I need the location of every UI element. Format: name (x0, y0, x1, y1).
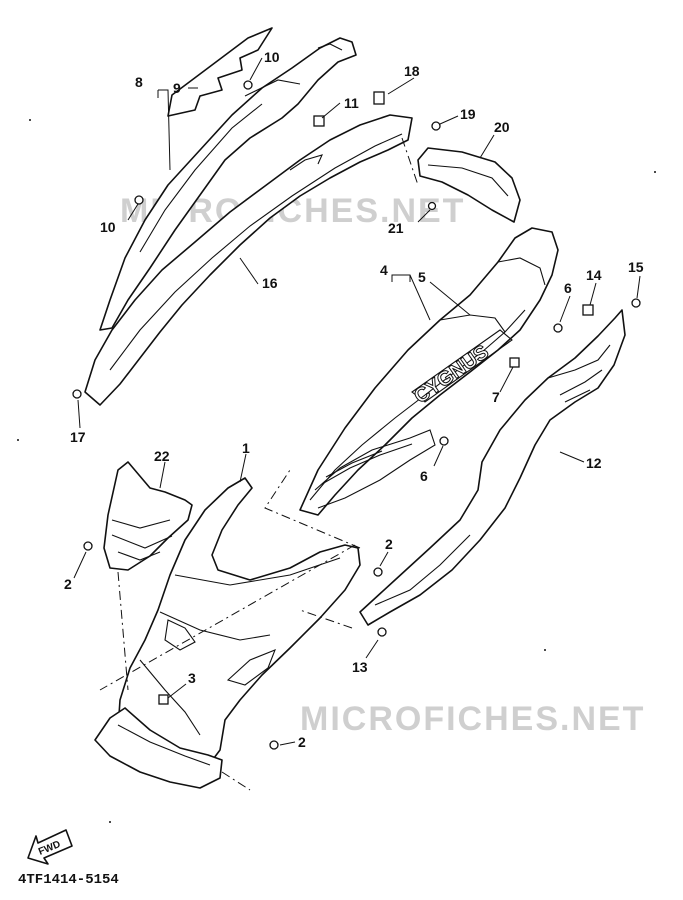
callout-15: 15 (628, 259, 644, 275)
callout-9: 9 (173, 80, 181, 96)
part-5-side-cover (299, 227, 559, 516)
leader-lines (73, 57, 641, 746)
watermark-bottom: MICROFICHES.NET (300, 700, 645, 738)
screw-2-left (83, 541, 93, 551)
callout-6-upper: 6 (564, 280, 572, 296)
callout-2-bottom: 2 (298, 734, 306, 750)
callout-6-lower: 6 (420, 468, 428, 484)
part-1-leg-shield (117, 477, 361, 773)
callout-21: 21 (388, 220, 404, 236)
fwd-arrow-icon: FWD (27, 829, 73, 865)
part-20-rear-cover (417, 147, 521, 223)
callout-4: 4 (380, 262, 388, 278)
callout-10-left: 10 (100, 219, 116, 235)
fasteners (72, 80, 641, 750)
assembly-lines (99, 137, 419, 791)
callout-19: 19 (460, 106, 476, 122)
screw-2-mid (373, 567, 383, 577)
callout-14: 14 (586, 267, 602, 283)
callout-5: 5 (418, 269, 426, 285)
scan-dots (17, 119, 656, 823)
callout-11: 11 (344, 95, 359, 111)
part-3-lower-cover (94, 707, 223, 789)
screw-10-left (134, 195, 144, 205)
nut-3 (158, 694, 169, 705)
callout-13: 13 (352, 659, 368, 675)
callout-2-left: 2 (64, 576, 72, 592)
part-9-decal (167, 27, 273, 117)
screw-15 (631, 298, 641, 308)
callouts: 8 9 10 10 11 18 19 20 21 4 5 6 14 15 7 6… (64, 49, 644, 750)
callout-3: 3 (188, 670, 196, 686)
nut-14 (582, 304, 594, 316)
part-16-side-molding (84, 114, 413, 406)
screw-10-top (243, 80, 253, 90)
screw-19 (431, 121, 441, 131)
screw-6-upper (553, 323, 563, 333)
callout-12: 12 (586, 455, 602, 471)
callout-10-top: 10 (264, 49, 280, 65)
callout-7: 7 (492, 389, 500, 405)
callout-20: 20 (494, 119, 510, 135)
nut-11 (313, 115, 325, 127)
callout-17: 17 (70, 429, 86, 445)
callout-22: 22 (154, 448, 170, 464)
part-8-side-panel (99, 37, 357, 331)
callout-18: 18 (404, 63, 420, 79)
screw-6-lower (439, 436, 449, 446)
nut-18 (373, 91, 385, 105)
screw-21 (427, 201, 437, 211)
nut-7 (509, 357, 520, 368)
document-number: 4TF1414-5154 (18, 872, 119, 888)
screw-2-bottom (269, 740, 279, 750)
screw-17 (72, 389, 82, 399)
screw-13 (377, 627, 387, 637)
callout-1: 1 (242, 440, 250, 456)
callout-16: 16 (262, 275, 278, 291)
part-22-inner-cover (103, 461, 193, 571)
callout-2-mid: 2 (385, 536, 393, 552)
callout-8: 8 (135, 74, 143, 90)
part-12-lower-cover (359, 309, 626, 626)
